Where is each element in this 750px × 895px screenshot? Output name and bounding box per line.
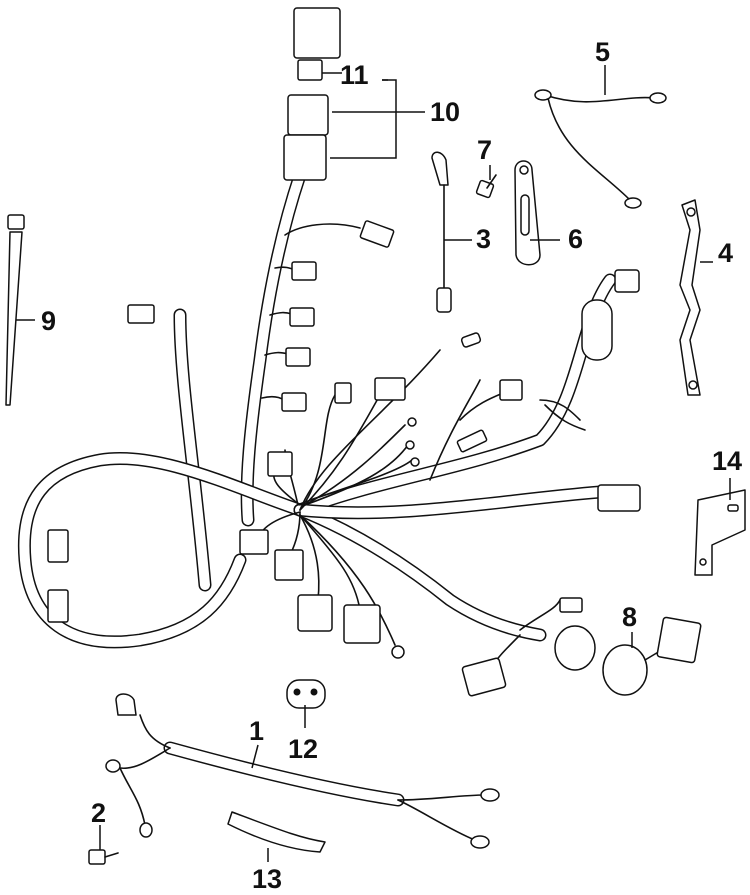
- callout-labels: 11 10 3 7 6 5 4 9 14 8 12 1 2 13: [41, 37, 742, 894]
- part-9-cable-tie: [5, 214, 25, 406]
- callout-5: 5: [595, 37, 610, 67]
- connector-plug: [359, 220, 395, 248]
- callout-9: 9: [41, 306, 56, 336]
- connector-plug: [239, 529, 269, 555]
- ring-terminal: [410, 457, 420, 467]
- ring-terminal: [391, 645, 405, 659]
- connector-plug: [47, 529, 69, 563]
- part-1-sub-harness: [105, 693, 500, 849]
- grommet-boot: [554, 625, 596, 671]
- part-8-boot-cap: [602, 616, 702, 696]
- part-7-bolt: [475, 174, 497, 199]
- connector-plug: [559, 597, 583, 613]
- callout-12: 12: [288, 734, 318, 764]
- part-5-ground-strap: [534, 89, 667, 209]
- callout-1: 1: [249, 716, 264, 746]
- connector-plug: [461, 657, 507, 697]
- connector-plug: [127, 304, 155, 324]
- part-4-ground-lead: [679, 199, 701, 396]
- part-11-relay: [293, 7, 341, 81]
- part-13-tube: [227, 811, 326, 853]
- callout-4: 4: [718, 238, 733, 268]
- connector-plug: [285, 347, 311, 367]
- connector-plug: [297, 594, 333, 632]
- part-10-relay-socket: [283, 94, 329, 181]
- part-12-grommet: [286, 679, 326, 709]
- callout-10: 10: [430, 97, 460, 127]
- connector-plug: [289, 307, 315, 327]
- connector-plug: [267, 451, 293, 477]
- connector-plug: [343, 604, 381, 644]
- callout-14: 14: [712, 446, 742, 476]
- callout-2: 2: [91, 798, 106, 828]
- ring-terminal: [407, 417, 417, 427]
- connector-block: [374, 377, 406, 401]
- connector-plug: [274, 549, 304, 581]
- connector-plug: [597, 484, 641, 512]
- connector-plug: [614, 269, 640, 293]
- callout-8: 8: [622, 602, 637, 632]
- part-2-bolt: [88, 849, 119, 865]
- ring-terminal: [405, 440, 415, 450]
- callout-6: 6: [568, 224, 583, 254]
- callout-leaders: [16, 65, 731, 862]
- callout-7: 7: [477, 135, 492, 165]
- callout-3: 3: [476, 224, 491, 254]
- part-14-bracket: [694, 489, 746, 576]
- connector-plug: [47, 589, 69, 623]
- connector-plug: [499, 379, 523, 401]
- callout-11: 11: [340, 60, 369, 90]
- connector-plug: [291, 261, 317, 281]
- callout-13: 13: [252, 864, 282, 894]
- part-3-plug-wire: [431, 151, 452, 313]
- grommet-boot: [581, 299, 613, 361]
- part-6-clamp: [514, 160, 541, 266]
- harness-connectors: [47, 220, 641, 697]
- bullet-terminal: [460, 332, 482, 348]
- connector-plug: [281, 392, 307, 412]
- connector-plug: [456, 429, 488, 453]
- connector-plug: [334, 382, 352, 404]
